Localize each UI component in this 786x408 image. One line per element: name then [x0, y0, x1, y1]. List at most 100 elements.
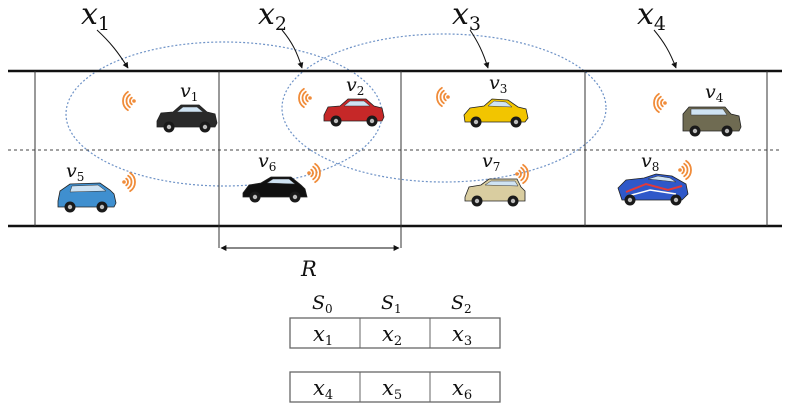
- signal-wave: [310, 168, 314, 178]
- label-arrow: [653, 29, 677, 69]
- vehicle-label: v8: [641, 150, 659, 174]
- signal-wave: [122, 90, 129, 112]
- vehicle-v4: v4: [653, 81, 742, 137]
- car-hub: [369, 118, 375, 124]
- label-arrow: [469, 29, 490, 69]
- state-header: S0: [312, 292, 333, 316]
- car-body: [156, 104, 218, 128]
- signal-wave: [312, 165, 318, 181]
- range-ellipse-right: [281, 33, 607, 183]
- car-body: [323, 98, 385, 122]
- vehicle-v3: v3: [436, 72, 529, 128]
- vehicle-label: v3: [489, 72, 507, 96]
- car-icon: [617, 173, 689, 206]
- state-header: S2: [451, 292, 472, 316]
- range-dimension: R: [220, 245, 400, 281]
- state-cell: x3: [452, 322, 472, 349]
- vehicle-label: v2: [346, 74, 364, 98]
- signal-dot: [678, 168, 682, 172]
- segment-label-text: x4: [637, 0, 666, 35]
- signal-wave: [127, 174, 133, 190]
- state-row-2: x4 x5 x6: [289, 371, 501, 403]
- signal-wave: [681, 165, 685, 175]
- signal-dot: [122, 180, 126, 184]
- car-window: [69, 184, 107, 193]
- signal-wave: [683, 162, 689, 178]
- segment-label-2: x2: [258, 0, 304, 69]
- state-row-box: [289, 317, 501, 349]
- signal-wave: [439, 89, 445, 105]
- vehicle-label: v5: [66, 160, 84, 184]
- signal-wave: [305, 93, 309, 103]
- vehicle-v7: v7: [464, 150, 529, 207]
- car-body: [463, 98, 529, 123]
- signal-icon: [515, 163, 529, 185]
- car-hub: [627, 197, 633, 203]
- label-arrow: [281, 29, 304, 69]
- signal-wave: [298, 87, 305, 109]
- signal-wave: [520, 166, 526, 182]
- state-row-1: x1 x2 x3: [289, 317, 501, 349]
- signal-wave: [685, 159, 692, 181]
- car-hub: [724, 128, 730, 134]
- car-window: [484, 180, 519, 187]
- signal-wave: [660, 98, 664, 108]
- vehicle-v2: v2: [298, 74, 385, 127]
- car-hub: [99, 204, 105, 210]
- car-icon: [464, 178, 526, 207]
- signal-dot: [132, 99, 136, 103]
- signal-icon: [678, 159, 692, 181]
- car-hub: [510, 198, 516, 204]
- car-icon: [682, 106, 742, 137]
- state-headers: S0 S1 S2: [312, 292, 472, 316]
- car-hub: [166, 124, 172, 130]
- state-cell: x6: [452, 376, 472, 403]
- vehicle-v5: v5: [57, 160, 136, 213]
- state-header: S1: [381, 292, 402, 316]
- signal-wave: [301, 90, 307, 106]
- signal-wave: [653, 92, 660, 114]
- car-window: [647, 175, 677, 183]
- segment-label-1: x1: [81, 0, 129, 69]
- vehicle-label: v4: [705, 81, 724, 105]
- signal-wave: [522, 163, 529, 185]
- vehicle-label: v6: [258, 150, 276, 174]
- signal-dot: [663, 101, 667, 105]
- signal-wave: [129, 96, 133, 106]
- car-window: [487, 100, 513, 108]
- vehicle-label: v1: [180, 80, 198, 104]
- segment-label-text: x3: [452, 0, 481, 35]
- state-cell: x2: [382, 322, 402, 349]
- signal-wave: [443, 92, 447, 102]
- car-hub: [292, 194, 298, 200]
- signal-dot: [307, 171, 311, 175]
- car-hub: [513, 119, 519, 125]
- state-cell: x1: [313, 322, 333, 349]
- vehicle-v1: v1: [122, 80, 218, 133]
- signal-dot: [446, 95, 450, 99]
- car-hub: [252, 194, 258, 200]
- car-stripe: [625, 182, 683, 193]
- signal-wave: [129, 171, 136, 193]
- range-label: R: [300, 257, 317, 281]
- car-hub: [202, 124, 208, 130]
- car-icon: [463, 98, 529, 128]
- car-icon: [323, 98, 385, 127]
- state-row-box: [289, 371, 501, 403]
- car-hub: [67, 204, 73, 210]
- segment-boundaries: [34, 71, 768, 248]
- segment-label-4: x4: [637, 0, 677, 69]
- car-icon: [242, 176, 308, 203]
- label-arrow: [96, 29, 129, 69]
- signal-dot: [515, 172, 519, 176]
- state-cell: x4: [313, 376, 333, 403]
- vehicle-label: v7: [482, 150, 500, 174]
- segment-label-text: x1: [81, 0, 110, 35]
- car-icon: [156, 104, 218, 133]
- car-stripe: [627, 189, 677, 197]
- state-table: S0 S1 S2 x1 x2 x3: [289, 292, 501, 403]
- signal-icon: [122, 171, 136, 193]
- car-hub: [474, 198, 480, 204]
- car-hub: [473, 119, 479, 125]
